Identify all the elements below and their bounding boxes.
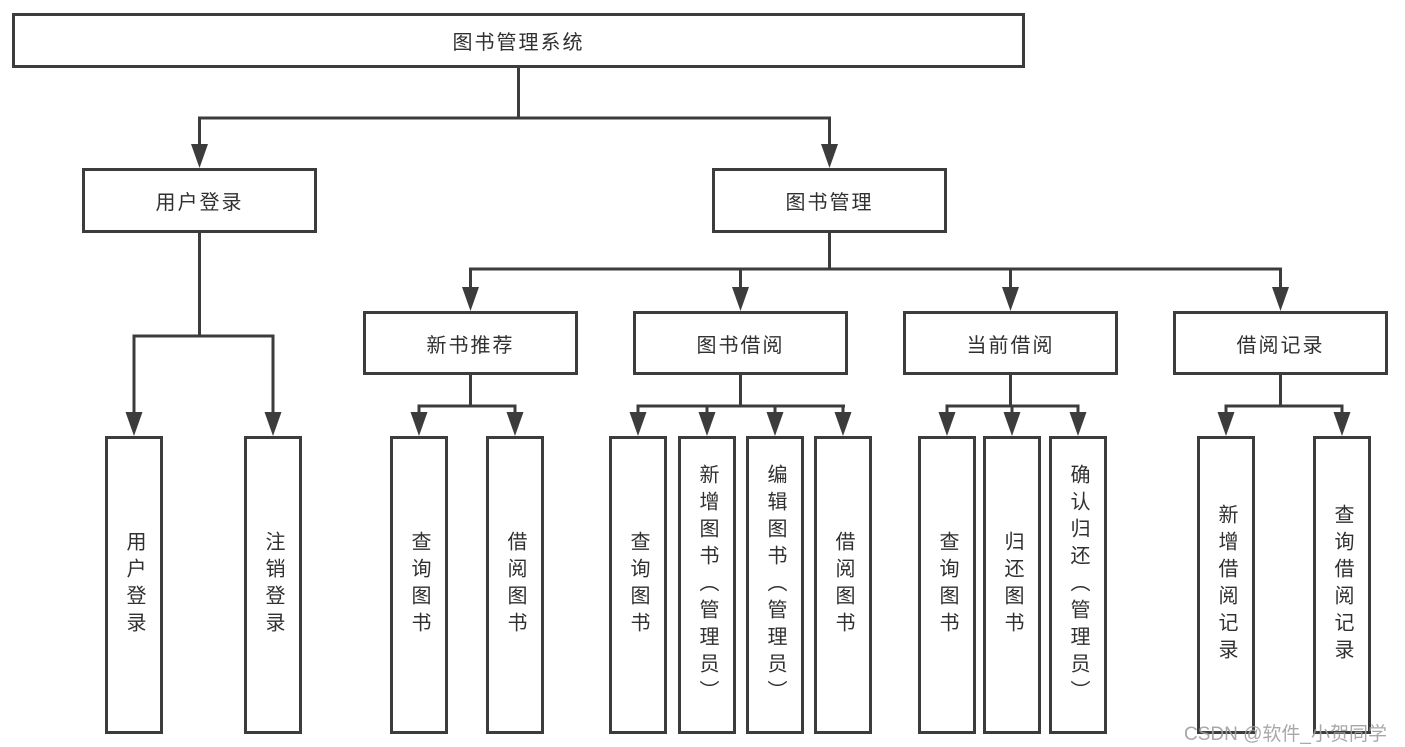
leaf-br-add-record-label: 新增借阅记录 (1215, 504, 1237, 666)
node-user-login-branch: 用户登录 (82, 168, 317, 233)
leaf-cb-confirm-return-admin-label: 确认归还（管理员） (1067, 463, 1089, 707)
node-borrowing-records: 借阅记录 (1173, 311, 1388, 375)
leaf-bb-query-books-label: 查询图书 (627, 531, 649, 639)
leaf-cb-return-books: 归还图书 (983, 436, 1041, 734)
node-book-borrowing: 图书借阅 (633, 311, 848, 375)
node-borrowing-records-label: 借阅记录 (1236, 334, 1325, 357)
leaf-br-query-record-label: 查询借阅记录 (1331, 504, 1353, 666)
leaf-cb-confirm-return-admin: 确认归还（管理员） (1049, 436, 1107, 734)
leaf-bb-edit-books-admin-label: 编辑图书（管理员） (764, 463, 786, 707)
leaf-bb-add-books-admin-label: 新增图书（管理员） (696, 463, 718, 707)
leaf-bb-query-books: 查询图书 (609, 436, 667, 734)
leaf-bb-edit-books-admin: 编辑图书（管理员） (746, 436, 804, 734)
leaf-br-add-record: 新增借阅记录 (1197, 436, 1255, 734)
leaf-nbr-query-books: 查询图书 (390, 436, 448, 734)
leaf-logout: 注销登录 (244, 436, 302, 734)
node-user-login-branch-label: 用户登录 (155, 192, 244, 214)
leaf-nbr-borrow-books: 借阅图书 (486, 436, 544, 734)
node-root-label: 图书管理系统 (452, 32, 585, 54)
leaf-nbr-query-books-label: 查询图书 (408, 531, 430, 639)
leaf-bb-borrow-books: 借阅图书 (814, 436, 872, 734)
leaf-bb-borrow-books-label: 借阅图书 (832, 531, 854, 639)
leaf-cb-query-books-label: 查询图书 (936, 531, 958, 639)
node-new-book-recommend-label: 新书推荐 (426, 334, 515, 357)
node-book-management-branch-label: 图书管理 (785, 192, 874, 214)
leaf-cb-query-books: 查询图书 (918, 436, 976, 734)
node-current-borrowing: 当前借阅 (903, 311, 1118, 375)
leaf-user-login: 用户登录 (105, 436, 163, 734)
leaf-br-query-record: 查询借阅记录 (1313, 436, 1371, 734)
node-book-management-branch: 图书管理 (712, 168, 947, 233)
leaf-user-login-label: 用户登录 (123, 531, 145, 639)
csdn-watermark: CSDN @软件_小贺同学 (1184, 724, 1387, 745)
leaf-logout-label: 注销登录 (262, 531, 284, 639)
leaf-nbr-borrow-books-label: 借阅图书 (504, 531, 526, 639)
node-book-borrowing-label: 图书借阅 (696, 334, 785, 357)
node-current-borrowing-label: 当前借阅 (966, 334, 1055, 357)
node-root-system: 图书管理系统 (12, 13, 1025, 68)
leaf-bb-add-books-admin: 新增图书（管理员） (678, 436, 736, 734)
leaf-cb-return-books-label: 归还图书 (1001, 531, 1023, 639)
node-new-book-recommend: 新书推荐 (363, 311, 578, 375)
